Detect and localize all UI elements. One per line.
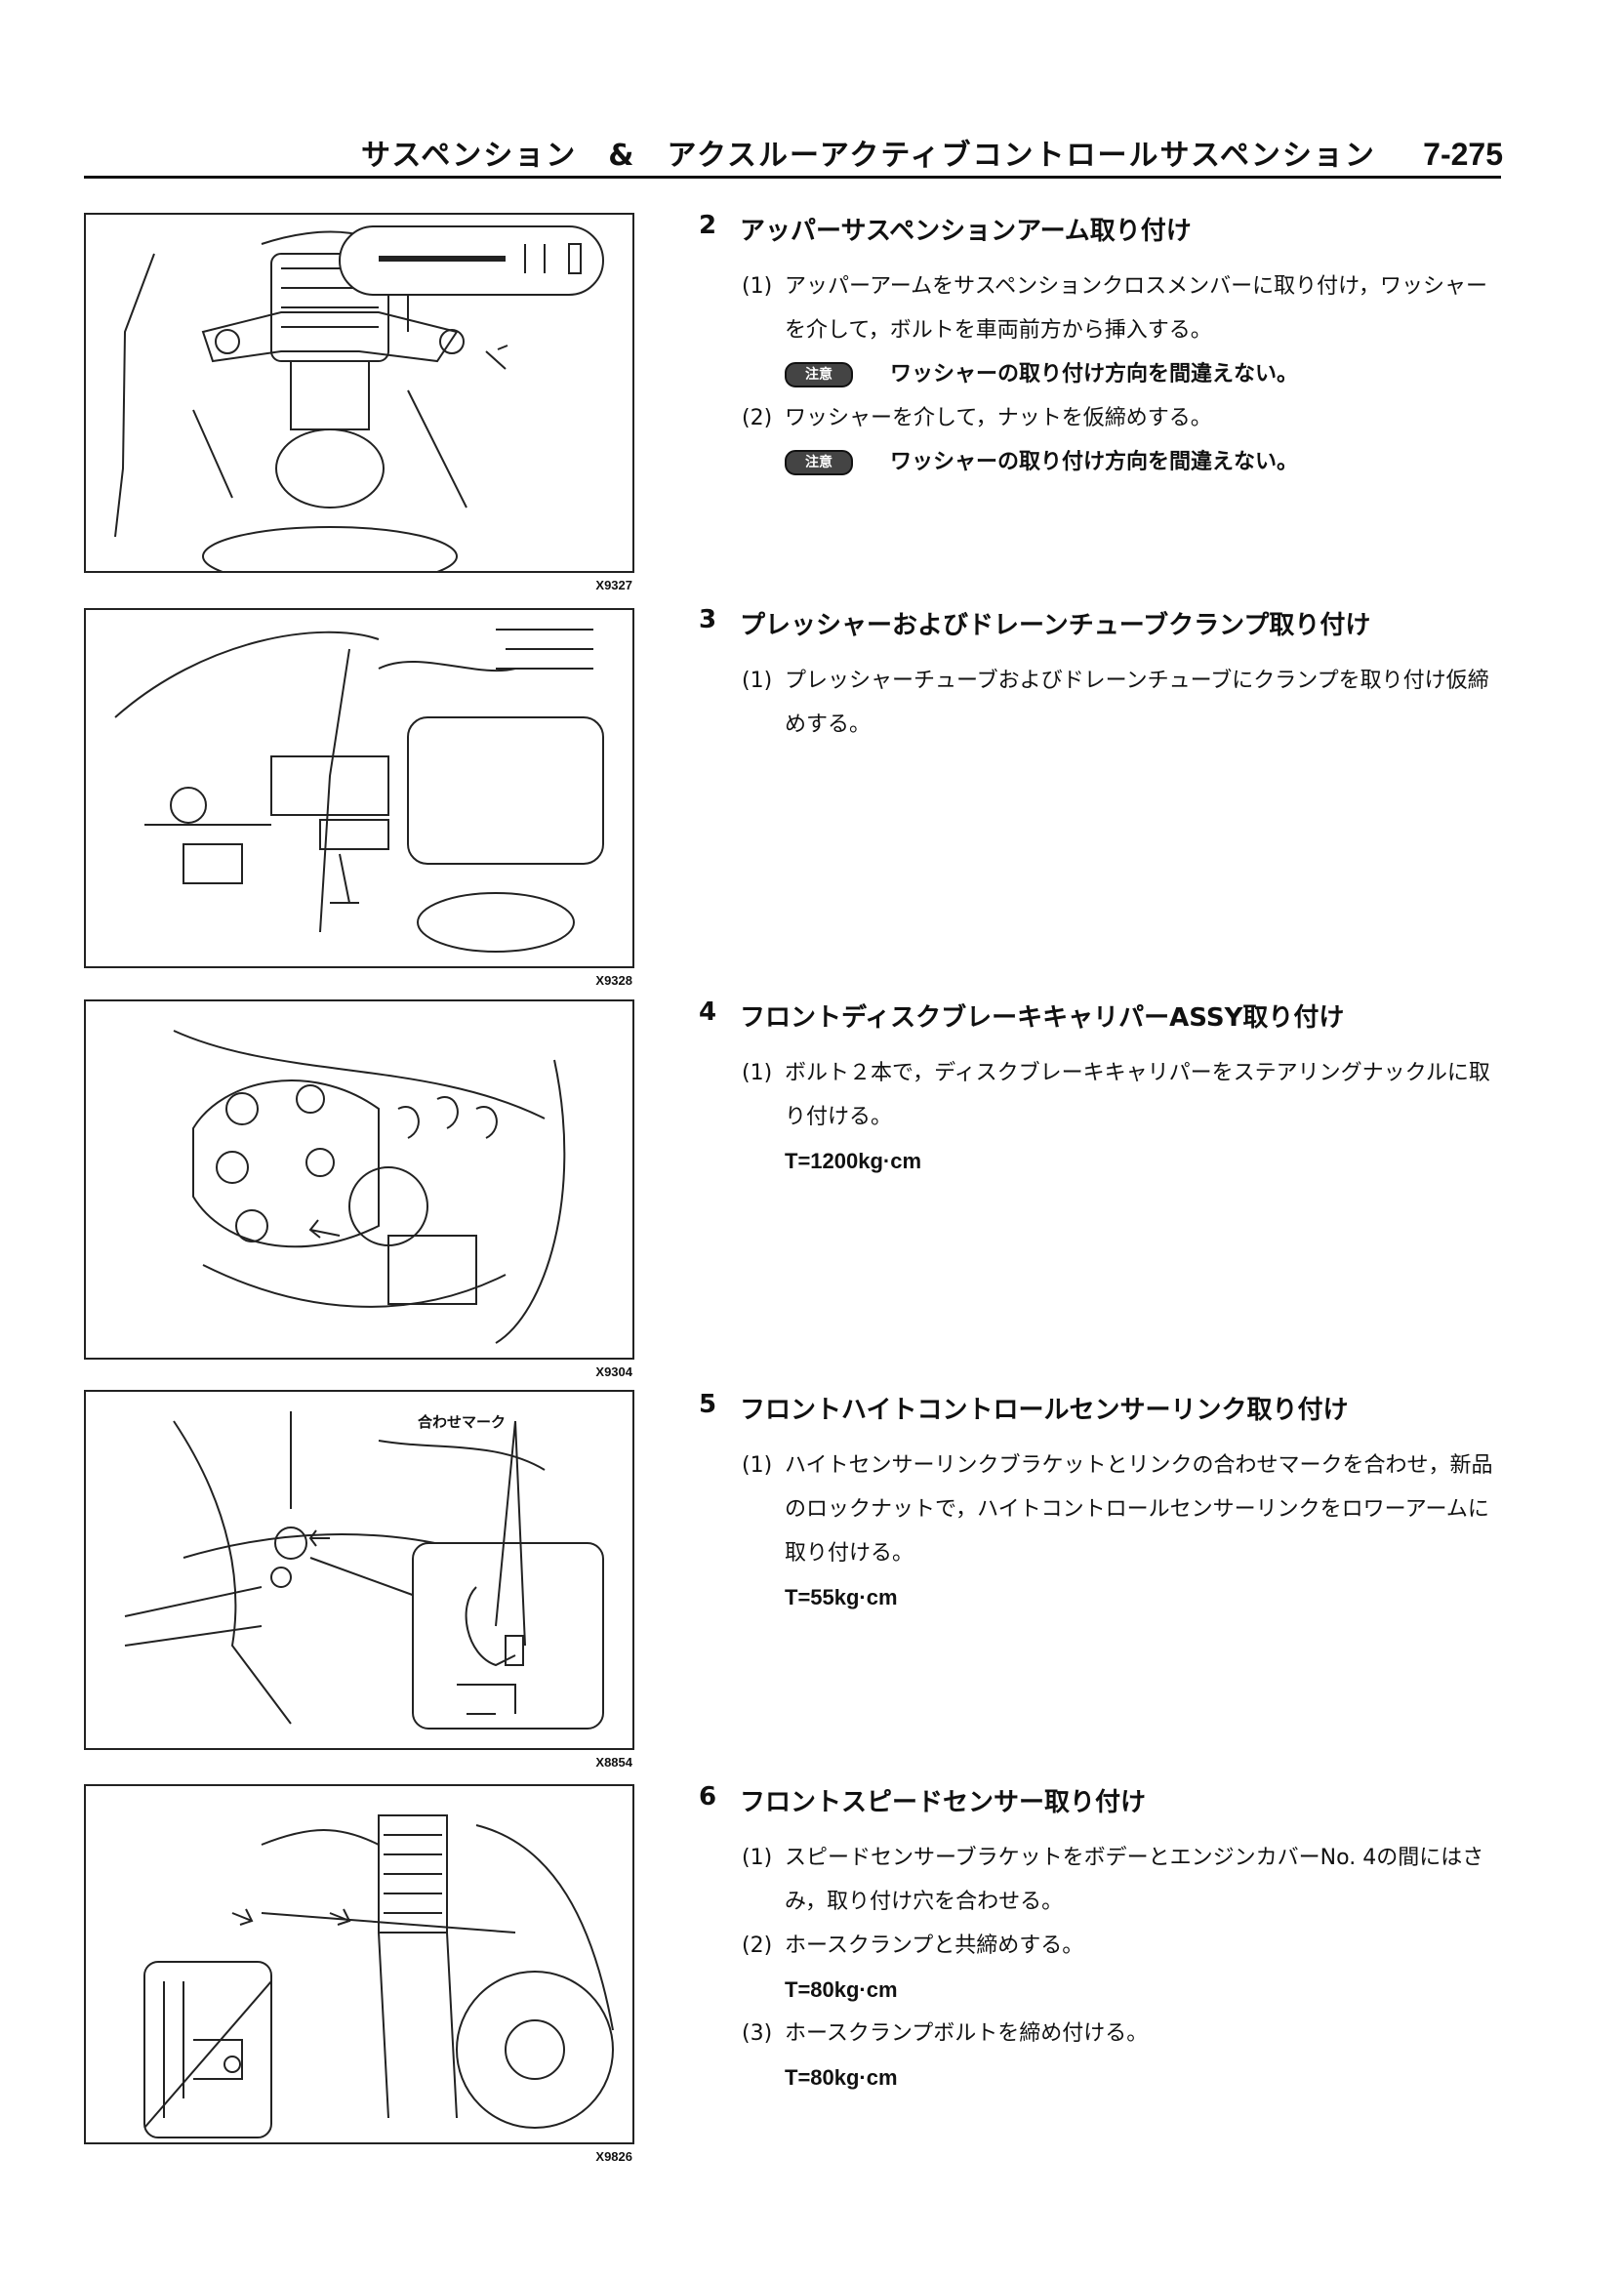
caution-badge: 注意 (785, 449, 853, 475)
figure-code: X9304 (595, 1364, 632, 1379)
step-tube-clamp: 3 プレッシャーおよびドレーンチューブクランプ取り付け (1) プレッシャーチュ… (699, 605, 1509, 747)
step-title-text: フロントディスクブレーキキャリパーASSY取り付け (740, 1003, 1345, 1033)
step-title: 3 プレッシャーおよびドレーンチューブクランプ取り付け (699, 605, 1509, 641)
torque-spec: T=80kg·cm (785, 1977, 898, 2002)
step-item: (3) ホースクランプボルトを締め付ける。 (699, 2012, 1509, 2056)
speed-sensor-illustration (143, 1814, 614, 2138)
step-brake-caliper: 4 フロントディスクブレーキキャリパーASSY取り付け (1) ボルト２本で，デ… (699, 998, 1509, 1183)
torque-spec: T=55kg·cm (785, 1585, 898, 1609)
caution-badge: 注意 (785, 361, 853, 387)
torque-spec: T=1200kg·cm (785, 1149, 922, 1173)
height-sensor-illustration (124, 1411, 604, 1730)
figure-code: X9826 (595, 2149, 632, 2164)
figure-height-sensor: 合わせマーク X8854 (84, 1390, 634, 1770)
step-title: 6 フロントスピードセンサー取り付け (699, 1782, 1509, 1818)
caution-text: ワッシャーの取り付け方向を間違えない。 (890, 450, 1299, 474)
torque-spec: T=80kg·cm (785, 2065, 898, 2090)
step-title-text: フロントハイトコントロールセンサーリンク取り付け (740, 1396, 1349, 1425)
step-title: 5 フロントハイトコントロールセンサーリンク取り付け (699, 1390, 1509, 1426)
step-title: 4 フロントディスクブレーキキャリパーASSY取り付け (699, 998, 1509, 1034)
figure-speed-sensor: X9826 (84, 1784, 634, 2164)
figure-code: X9327 (595, 578, 632, 592)
step-number: 4 (699, 998, 717, 1027)
step-item: (1) ボルト２本で，ディスクブレーキキャリパーをステアリングナックルに取り付け… (699, 1051, 1509, 1139)
item-number: (1) (742, 1846, 773, 1870)
figure-upper-arm: X9327 (84, 213, 634, 592)
upper-arm-illustration (114, 225, 604, 571)
item-text: ハイトセンサーリンクブラケットとリンクの合わせマークを合わせ，新品のロックナット… (785, 1453, 1493, 1566)
step-item: (2) ワッシャーを介して，ナットを仮締めする。 (699, 396, 1509, 440)
item-text: スピードセンサーブラケットをボデーとエンジンカバーNo. 4の間にはさみ，取り付… (785, 1846, 1484, 1914)
figure-brake-caliper: X9304 (84, 999, 634, 1379)
step-upper-arm: 2 アッパーサスペンションアーム取り付け (1) アッパーアームをサスペンション… (699, 211, 1509, 484)
item-text: ボルト２本で，ディスクブレーキキャリパーをステアリングナックルに取り付ける。 (785, 1061, 1490, 1129)
item-text: ホースクランプボルトを締め付ける。 (785, 2021, 1149, 2046)
step-title-text: プレッシャーおよびドレーンチューブクランプ取り付け (740, 611, 1371, 640)
step-speed-sensor: 6 フロントスピードセンサー取り付け (1) スピードセンサーブラケットをボデー… (699, 1782, 1509, 2099)
item-text: ホースクランプと共締めする。 (785, 1934, 1084, 1958)
step-number: 2 (699, 211, 717, 240)
step-item: (1) プレッシャーチューブおよびドレーンチューブにクランプを取り付け仮締めする… (699, 659, 1509, 747)
brake-caliper-illustration (173, 1030, 566, 1344)
item-number: (2) (742, 406, 773, 430)
item-number: (3) (742, 2021, 773, 2046)
step-item: (1) アッパーアームをサスペンションクロスメンバーに取り付け，ワッシャーを介し… (699, 265, 1509, 352)
caution-text: ワッシャーの取り付け方向を間違えない。 (890, 362, 1299, 387)
item-number: (1) (742, 1453, 773, 1478)
item-number: (1) (742, 669, 773, 693)
step-title-text: アッパーサスペンションアーム取り付け (740, 217, 1192, 246)
item-text: アッパーアームをサスペンションクロスメンバーに取り付け，ワッシャーを介して，ボル… (785, 274, 1488, 343)
item-number: (1) (742, 274, 773, 299)
step-number: 3 (699, 605, 717, 634)
step-title: 2 アッパーサスペンションアーム取り付け (699, 211, 1509, 247)
alignment-mark-callout: 合わせマーク (418, 1413, 507, 1431)
step-item: (1) ハイトセンサーリンクブラケットとリンクの合わせマークを合わせ，新品のロッ… (699, 1444, 1509, 1575)
caution-note: 注意 ワッシャーの取り付け方向を間違えない。 (699, 440, 1509, 484)
figure-code: X8854 (595, 1755, 632, 1770)
step-number: 6 (699, 1782, 717, 1812)
item-text: プレッシャーチューブおよびドレーンチューブにクランプを取り付け仮締めする。 (785, 669, 1489, 737)
step-number: 5 (699, 1390, 717, 1419)
page-number: 7-275 (1423, 137, 1503, 172)
tube-clamp-illustration (114, 629, 604, 953)
figure-code: X9328 (595, 973, 632, 988)
step-title-text: フロントスピードセンサー取り付け (740, 1788, 1147, 1817)
figure-tube-clamp: X9328 (84, 608, 634, 988)
caution-note: 注意 ワッシャーの取り付け方向を間違えない。 (699, 352, 1509, 396)
header-rule (84, 176, 1501, 179)
item-number: (1) (742, 1061, 773, 1085)
item-number: (2) (742, 1934, 773, 1958)
item-text: ワッシャーを介して，ナットを仮締めする。 (785, 406, 1212, 430)
step-item: (1) スピードセンサーブラケットをボデーとエンジンカバーNo. 4の間にはさみ… (699, 1836, 1509, 1924)
page-header-title: サスペンション & アクスルーアクティブコントロールサスペンション (361, 139, 1376, 173)
step-item: (2) ホースクランプと共締めする。 (699, 1924, 1509, 1968)
step-height-sensor: 5 フロントハイトコントロールセンサーリンク取り付け (1) ハイトセンサーリン… (699, 1390, 1509, 1619)
